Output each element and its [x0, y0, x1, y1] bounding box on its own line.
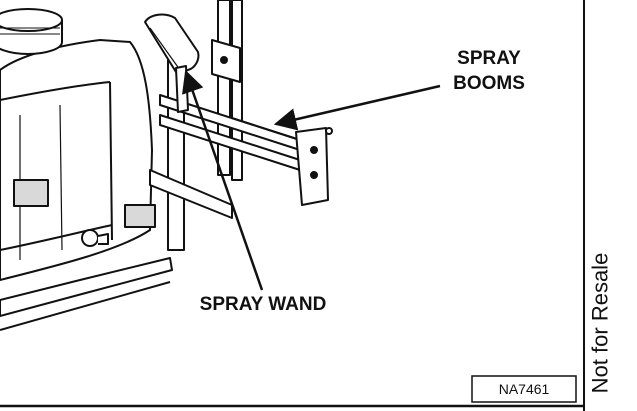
figure-number-box [471, 375, 577, 403]
spray-wand-arrow [182, 69, 264, 291]
spray-booms-arrow [273, 84, 441, 131]
tank [0, 8, 173, 331]
spray-booms-label-line2: BOOMS [453, 73, 525, 94]
spray-booms-label-line1: SPRAY [457, 48, 521, 69]
side-stamp-text: Not for Resale [587, 252, 612, 394]
sprayer-frame [149, 0, 333, 251]
figure-number: NA7461 [498, 381, 550, 397]
side-stamp: Not for Resale [586, 240, 614, 406]
spray-wand-label: SPRAY WAND [199, 294, 327, 315]
spray-booms-label: SPRAY BOOMS [424, 46, 554, 96]
